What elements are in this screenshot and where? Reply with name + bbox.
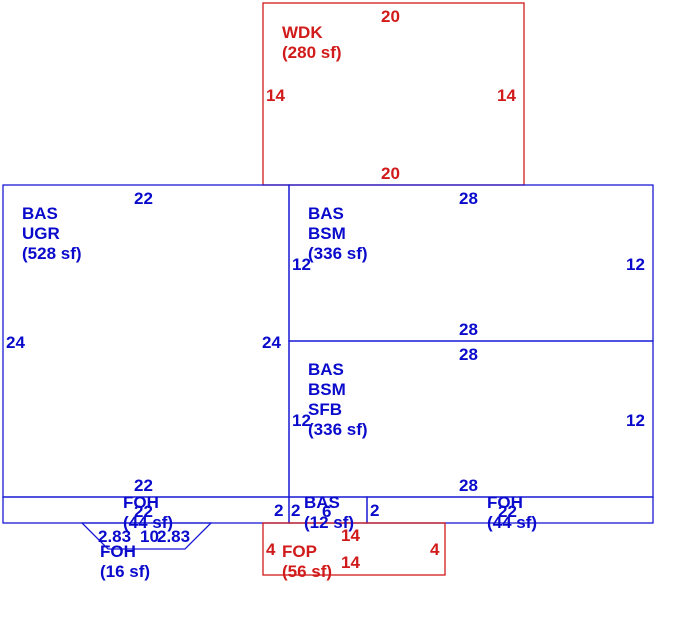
fop-outline — [262, 522, 446, 576]
fop-code-label: FOP — [282, 542, 317, 561]
bas-bsm-sfb-code-label: BAS — [308, 360, 344, 379]
bas-ugr-dim-top: 22 — [134, 189, 153, 208]
foh-small-dim-top: 10 — [140, 527, 159, 546]
bas-small-code-label: BAS — [304, 493, 340, 512]
bas-bsm-sfb-dim-left: 12 — [292, 411, 311, 430]
foh-right-area-label: (44 sf) — [487, 513, 537, 532]
bas-bsm-area-label: (336 sf) — [308, 244, 368, 263]
bas-ugr-sub-label: UGR — [22, 224, 60, 243]
bas-bsm-sfb-area-label: (336 sf) — [308, 420, 368, 439]
wdk-dim-bottom: 20 — [381, 164, 400, 183]
foh-left-code-label: FOH — [123, 493, 159, 512]
wdk-dim-top: 20 — [381, 7, 400, 26]
foh-small-code-label: FOH — [100, 542, 136, 561]
bas-bsm-sfb-dim-bottom: 28 — [459, 476, 478, 495]
bas-small-dim-top: 6 — [322, 502, 331, 521]
fop-dim-top: 14 — [341, 526, 360, 545]
foh-left-dim-right: 2 — [274, 501, 283, 520]
foh-right-outline — [366, 496, 654, 524]
bas-bsm-dim-bottom: 28 — [459, 320, 478, 339]
foh-left-dim-top: 22 — [134, 502, 153, 521]
bas-bsm-code-label: BAS — [308, 204, 344, 223]
bas-bsm-dim-top: 28 — [459, 189, 478, 208]
bas-ugr-area-label: (528 sf) — [22, 244, 82, 263]
fop-dim-bottom: 14 — [341, 553, 360, 572]
wdk-area-label: (280 sf) — [282, 43, 342, 62]
wdk-dim-right: 14 — [497, 86, 516, 105]
foh-small-dim-right: 2.83 — [157, 527, 190, 546]
bas-ugr-dim-left: 24 — [6, 333, 25, 352]
bas-small-area-label: (12 sf) — [304, 513, 354, 532]
foh-small-dim-left: 2.83 — [98, 527, 131, 546]
bas-bsm-sfb-sub-label: BSM — [308, 380, 346, 399]
wdk-dim-left: 14 — [266, 86, 285, 105]
foh-small-area-label: (16 sf) — [100, 562, 150, 581]
bas-bsm-dim-right: 12 — [626, 255, 645, 274]
bas-bsm-sfb-dim-top: 28 — [459, 345, 478, 364]
bas-ugr-dim-right: 24 — [262, 333, 281, 352]
bas-ugr-dim-bottom: 22 — [134, 476, 153, 495]
bas-small-dim-left: 2 — [291, 501, 300, 520]
wdk-code-label: WDK — [282, 23, 323, 42]
fop-dim-right: 4 — [430, 540, 440, 559]
foh-small-outline — [80, 522, 213, 550]
bas-small-dim-right: 2 — [370, 501, 379, 520]
bas-bsm-sub-label: BSM — [308, 224, 346, 243]
fop-dim-left: 4 — [266, 540, 276, 559]
bas-bsm-sfb-sub2-label: SFB — [308, 400, 342, 419]
bas-bsm-dim-left: 12 — [292, 255, 311, 274]
foh-left-area-label: (44 sf) — [123, 513, 173, 532]
bas-bsm-sfb-dim-right: 12 — [626, 411, 645, 430]
foh-right-code-label: FOH — [487, 493, 523, 512]
bas-ugr-code-label: BAS — [22, 204, 58, 223]
foh-right-dim-top: 22 — [498, 502, 517, 521]
fop-area-label: (56 sf) — [282, 562, 332, 581]
